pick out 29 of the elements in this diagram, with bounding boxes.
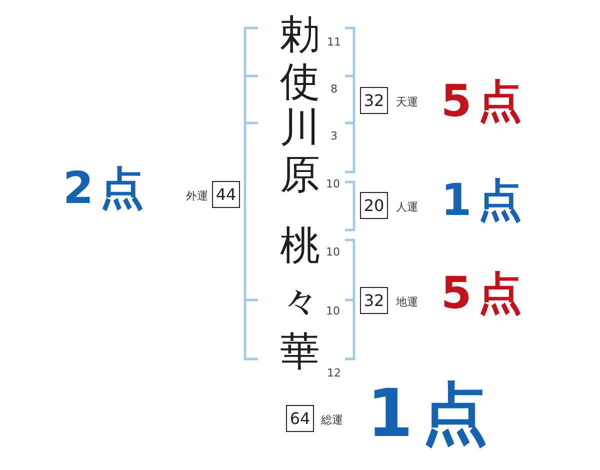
stroke-count: 10 bbox=[326, 246, 340, 258]
score-text: 5点 bbox=[441, 272, 528, 316]
number-text: 20 bbox=[364, 198, 384, 214]
fortune-label: 人運 bbox=[396, 201, 418, 212]
fortune-label: 外運 bbox=[186, 190, 208, 201]
name-character: 勅 bbox=[280, 15, 320, 55]
name-character: 々 bbox=[280, 282, 320, 322]
name-character: 華 bbox=[280, 332, 320, 372]
name-character: 川 bbox=[280, 108, 320, 148]
score-text: 1点 bbox=[441, 178, 528, 222]
stroke-count: 10 bbox=[326, 306, 340, 316]
stroke-count: 10 bbox=[326, 178, 340, 190]
name-character: 使 bbox=[280, 62, 320, 102]
number-text: 44 bbox=[216, 186, 236, 202]
name-character: 原 bbox=[280, 155, 320, 195]
score-text: 5点 bbox=[441, 80, 528, 124]
stroke-count: 12 bbox=[327, 368, 341, 378]
number-text: 32 bbox=[364, 92, 384, 108]
score-text: 1点 bbox=[367, 380, 498, 446]
stroke-count: 3 bbox=[330, 130, 338, 142]
stroke-count: 8 bbox=[330, 84, 338, 94]
score-text: 2点 bbox=[63, 166, 150, 210]
name-character: 桃 bbox=[280, 226, 320, 266]
fortune-label: 地運 bbox=[396, 296, 418, 307]
number-text: 64 bbox=[290, 410, 310, 426]
fortune-label: 天運 bbox=[396, 96, 418, 107]
number-text: 32 bbox=[364, 292, 384, 308]
stroke-count: 11 bbox=[327, 36, 341, 48]
fortune-label: 総運 bbox=[321, 414, 343, 425]
